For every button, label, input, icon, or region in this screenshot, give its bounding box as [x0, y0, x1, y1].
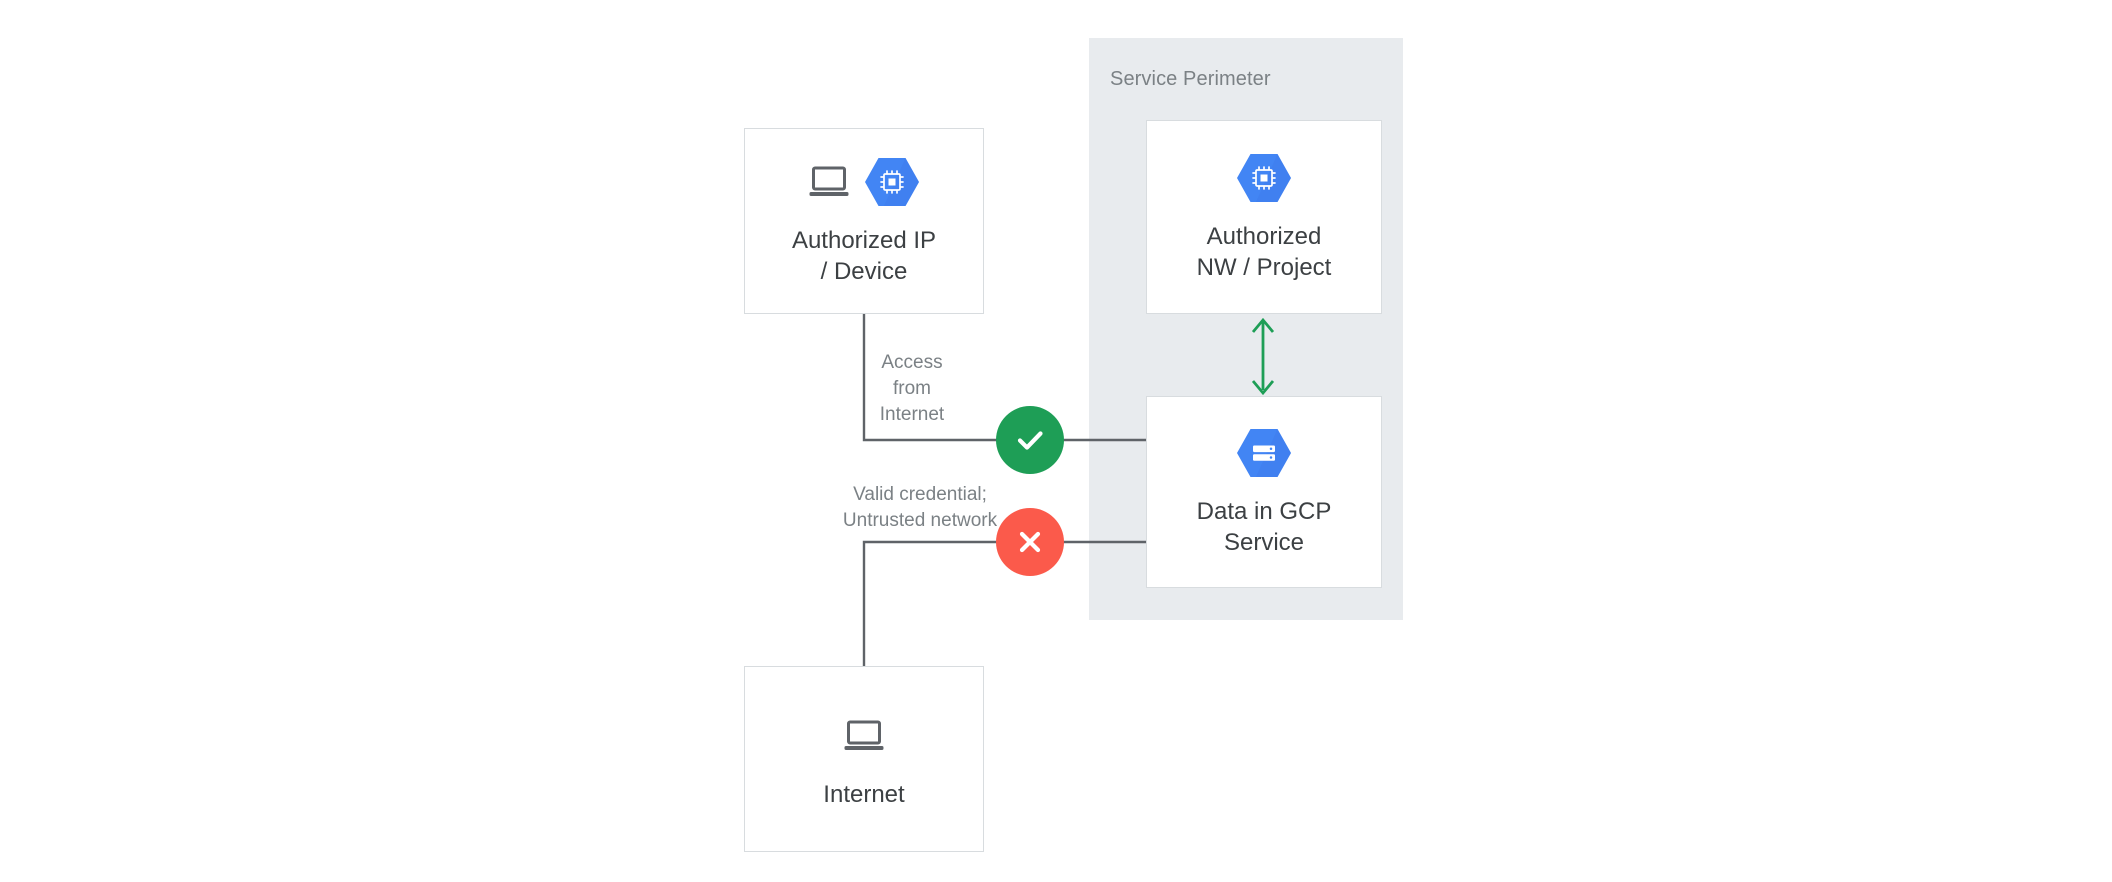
node-icon-group [1236, 150, 1292, 206]
laptop-icon [809, 166, 849, 197]
status-badge-denied[interactable] [996, 508, 1064, 576]
node-label: Data in GCP Service [1196, 498, 1332, 556]
node-icon-group [808, 154, 920, 210]
node-authorized-ip-device[interactable]: Authorized IP / Device [744, 128, 984, 314]
service-perimeter-label: Service Perimeter [1110, 68, 1271, 90]
gcp-compute-hexagon-icon [1237, 154, 1291, 203]
node-data-in-gcp-service[interactable]: Data in GCP Service [1146, 396, 1382, 588]
node-icon-group [843, 708, 885, 764]
close-icon [1019, 531, 1041, 553]
node-icon-group [1236, 425, 1292, 481]
gcp-storage-hexagon-icon [1237, 429, 1291, 478]
node-internet[interactable]: Internet [744, 666, 984, 852]
check-icon [1017, 431, 1043, 450]
laptop-icon [844, 720, 884, 750]
node-label: Internet [823, 780, 905, 808]
edge-label-denied: Valid credential; Untrusted network [842, 484, 998, 532]
node-label: Authorized NW / Project [1196, 223, 1332, 281]
status-badge-allowed[interactable] [996, 406, 1064, 474]
edge-label-allowed: Access from Internet [879, 352, 945, 426]
node-label: Authorized IP / Device [791, 227, 937, 285]
node-authorized-nw-project[interactable]: Authorized NW / Project [1146, 120, 1382, 314]
gcp-compute-hexagon-icon [865, 158, 919, 207]
